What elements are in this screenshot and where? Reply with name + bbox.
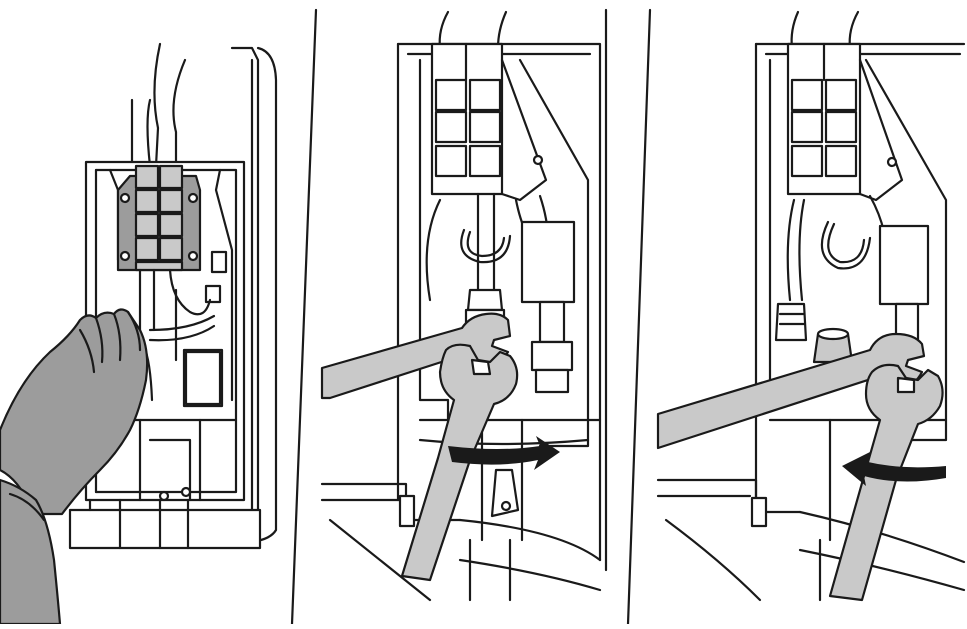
panel-divider [628, 10, 650, 624]
panel-step-1 [0, 44, 276, 624]
terminal-block-icon [432, 44, 546, 200]
terminal-block-icon [118, 166, 200, 270]
wrench-icon [830, 365, 943, 600]
panel-step-3 [658, 12, 964, 600]
panel-divider [292, 10, 316, 624]
screw-icon [888, 158, 896, 166]
panel-step-2 [322, 10, 606, 600]
screw-icon [534, 156, 542, 164]
terminal-block-icon [788, 44, 902, 200]
